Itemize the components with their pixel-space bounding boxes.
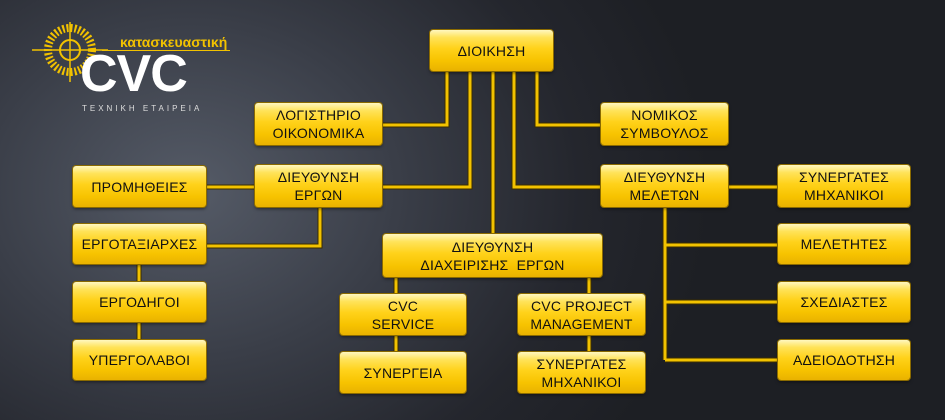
org-box-label: CVC PROJECT [531,297,632,314]
org-box-label: ΠΡΟΜΗΘΕΙΕΣ [91,178,188,195]
org-box-d-ergon: ΔΙΕΥΘΥΝΣΗ ΕΡΓΩΝ [255,165,382,207]
org-box-label: ΣΥΝΕΡΓΑΤΕΣ [798,169,890,185]
org-box-dioikisi: ΔΙΟΙΚΗΣΗ [430,30,553,71]
org-box-ypergolavoi: ΥΠΕΡΓΟΛΑΒΟΙ [73,340,206,380]
crosshair-logo-icon [32,22,108,82]
logo-name: CVC [80,45,188,103]
org-box-label: ΥΠΕΡΓΟΛΑΒΟΙ [88,352,191,368]
org-box-ergodigoi: ΕΡΓΟΔΗΓΟΙ [73,282,206,322]
org-box-label: ΜΗΧΑΝΙΚΟΙ [541,373,622,390]
org-box-label: MANAGEMENT [530,315,633,332]
org-box-label: ΔΙΟΙΚΗΣΗ [457,42,526,59]
org-box-label: ΕΡΓΩΝ [294,187,343,203]
org-box-label: ΔΙΕΥΘΥΝΣΗ [623,169,706,185]
org-box-nomikos: ΝΟΜΙΚΟΣ ΣΥΜΒΟΥΛΟΣ [601,103,728,145]
org-box-d-meleton: ΔΙΕΥΘΥΝΣΗ ΜΕΛΕΤΩΝ [601,165,728,207]
org-box-promitheies: ΠΡΟΜΗΘΕΙΕΣ [73,166,206,207]
org-box-sxediastes: ΣΧΕΔΙΑΣΤΕΣ [778,282,910,322]
logo-brand-text: κατασκευαστική [120,34,228,50]
org-box-label: ΜΕΛΕΤΩΝ [629,187,700,203]
org-box-label: ΑΔΕΙΟΔΟΤΗΣΗ [792,352,896,368]
org-box-synergeia: ΣΥΝΕΡΓΕΙΑ [340,352,466,393]
org-box-label: ΟΙΚΟΝΟΜΙΚΑ [272,125,365,141]
company-logo: κατασκευαστική CVC ΤΕΧΝΙΚΗ ΕΤΑΙΡΕΙΑ [32,22,232,122]
logo-rule [102,50,230,51]
org-box-logistirio: ΛΟΓΙΣΤΗΡΙΟ ΟΙΚΟΝΟΜΙΚΑ [255,103,382,145]
org-box-label: ΣΧΕΔΙΑΣΤΕΣ [800,294,888,310]
org-box-meletites: ΜΕΛΕΤΗΤΕΣ [778,224,910,264]
org-box-label: CVC [387,297,419,314]
org-box-label: ΝΟΜΙΚΟΣ [631,107,698,123]
org-box-label: ΔΙΕΥΘΥΝΣΗ [451,238,534,255]
org-box-label: ΣΥΝΕΡΓΑΤΕΣ [536,355,627,372]
org-box-adeiodotisi: ΑΔΕΙΟΔΟΤΗΣΗ [778,340,910,380]
org-box-label: ΕΡΓΟΤΑΞΙΑΡΧΕΣ [81,236,198,252]
org-box-label: ΕΡΓΟΔΗΓΟΙ [99,294,180,310]
org-box-label: ΣΥΜΒΟΥΛΟΣ [620,125,709,141]
org-box-ergotaxiarxes: ΕΡΓΟΤΑΞΙΑΡΧΕΣ [73,224,206,264]
org-box-label: ΔΙΑΧΕΙΡΙΣΗΣ ΕΡΓΩΝ [420,256,565,273]
org-box-label: ΔΙΕΥΘΥΝΣΗ [277,169,360,185]
org-box-synergates1: ΣΥΝΕΡΓΑΤΕΣ ΜΗΧΑΝΙΚΟΙ [778,165,910,207]
org-box-label: ΜΕΛΕΤΗΤΕΣ [800,236,888,252]
org-box-label: ΜΗΧΑΝΙΚΟΙ [804,187,884,203]
org-box-label: ΣΥΝΕΡΓΕΙΑ [363,364,443,381]
logo-subtitle: ΤΕΧΝΙΚΗ ΕΤΑΙΡΕΙΑ [82,104,203,113]
org-box-label: ΛΟΓΙΣΤΗΡΙΟ [276,107,361,123]
org-box-label: SERVICE [371,315,435,332]
